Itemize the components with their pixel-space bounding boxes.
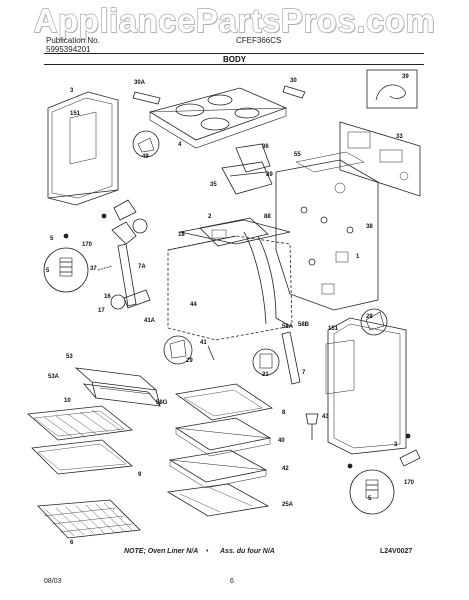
thermostat-knob	[132, 218, 148, 234]
bracket	[111, 221, 137, 245]
hinge-7a	[117, 243, 137, 307]
callout-37: 37	[90, 266, 97, 272]
leveling-leg-detail	[43, 247, 89, 293]
callout-44: 44	[190, 302, 197, 308]
callout-151: 151	[70, 111, 81, 117]
broil-pan	[27, 405, 133, 475]
callout-89: 89	[266, 172, 273, 178]
callout-30a: 30A	[134, 80, 146, 86]
power-cord-box	[366, 69, 418, 109]
callout-9: 9	[138, 472, 142, 478]
callout-39: 39	[402, 74, 409, 80]
section-title: BODY	[222, 55, 247, 64]
callout-16: 16	[104, 294, 111, 300]
callout-151b: 151	[328, 326, 339, 332]
publication-number: 5995394201	[46, 45, 91, 54]
callout-18: 18	[178, 232, 185, 238]
screw-43	[305, 413, 319, 425]
oven-light-assembly	[110, 289, 151, 310]
cooktop	[148, 87, 288, 149]
bracket-170	[399, 449, 421, 467]
watermark: AppliancePartsPros.com	[33, 1, 436, 39]
callout-3b: 3	[394, 442, 398, 448]
callout-40: 40	[278, 438, 285, 444]
footer-note-french: Ass. du four N/A	[220, 548, 275, 555]
callout-4: 4	[178, 142, 182, 148]
oven-bottom-panels	[166, 383, 274, 517]
callout-170b: 170	[404, 480, 415, 486]
callout-29: 29	[186, 358, 193, 364]
callout-170a: 170	[82, 242, 93, 248]
detail-29	[163, 335, 193, 365]
header-rule	[44, 53, 424, 54]
footer-note: NOTE; Oven Liner N/A	[124, 548, 199, 555]
callout-33: 33	[396, 134, 403, 140]
callout-5b: 5	[46, 268, 50, 274]
figure-code: L24V0027	[380, 548, 413, 555]
callout-28: 28	[366, 314, 373, 320]
callout-6: 6	[70, 540, 74, 546]
publication-label: Publication No.	[46, 36, 100, 45]
footer-date: 08/03	[44, 578, 62, 585]
receptacle-30a	[132, 91, 161, 105]
callout-25a: 25A	[282, 502, 294, 508]
callout-49: 49	[142, 154, 149, 160]
back-panel	[275, 151, 379, 311]
callout-43: 43	[322, 414, 329, 420]
receptacle-30	[282, 85, 306, 99]
callout-35: 35	[210, 182, 217, 188]
callout-10: 10	[64, 398, 71, 404]
burner-box	[199, 217, 269, 247]
callout-5a: 5	[50, 236, 54, 242]
callout-1: 1	[356, 254, 360, 260]
callout-41a: 41A	[144, 318, 156, 324]
callout-53a: 53A	[48, 374, 60, 380]
callout-88: 88	[264, 214, 271, 220]
callout-3: 3	[70, 88, 74, 94]
element-bracket	[113, 199, 137, 221]
callout-58a: 58A	[282, 324, 294, 330]
detail-28	[360, 308, 388, 336]
side-panel-left	[47, 91, 119, 206]
callout-55: 55	[294, 152, 301, 158]
callout-38: 38	[366, 224, 373, 230]
callout-17: 17	[98, 308, 105, 314]
callout-7a: 7A	[138, 264, 146, 270]
detail-21	[252, 348, 280, 376]
side-panel-right	[325, 317, 407, 455]
callout-2: 2	[208, 214, 212, 220]
footer-bullet: •	[206, 548, 209, 555]
callout-58b: 58B	[298, 322, 310, 328]
door-hinge-right	[281, 331, 301, 385]
callout-21: 21	[262, 372, 269, 378]
callout-41: 41	[200, 340, 207, 346]
model-number: CFEF366CS	[236, 36, 282, 45]
page-number: 6	[230, 578, 234, 585]
oven-frame	[167, 219, 293, 341]
callout-36: 36	[262, 144, 269, 150]
broiler-drawer	[74, 367, 161, 407]
detail-49	[132, 130, 160, 158]
leveling-leg-detail-right	[349, 469, 395, 515]
callout-5c: 5	[368, 496, 372, 502]
backguard	[339, 121, 421, 197]
callout-7: 7	[302, 370, 306, 376]
callout-42: 42	[282, 466, 289, 472]
title-rule	[44, 64, 424, 65]
callout-53: 53	[66, 354, 73, 360]
callout-30: 30	[290, 78, 297, 84]
oven-rack	[37, 499, 141, 539]
callout-8: 8	[282, 410, 286, 416]
oven-vent	[221, 143, 273, 195]
callout-58g: 58G	[156, 400, 168, 406]
